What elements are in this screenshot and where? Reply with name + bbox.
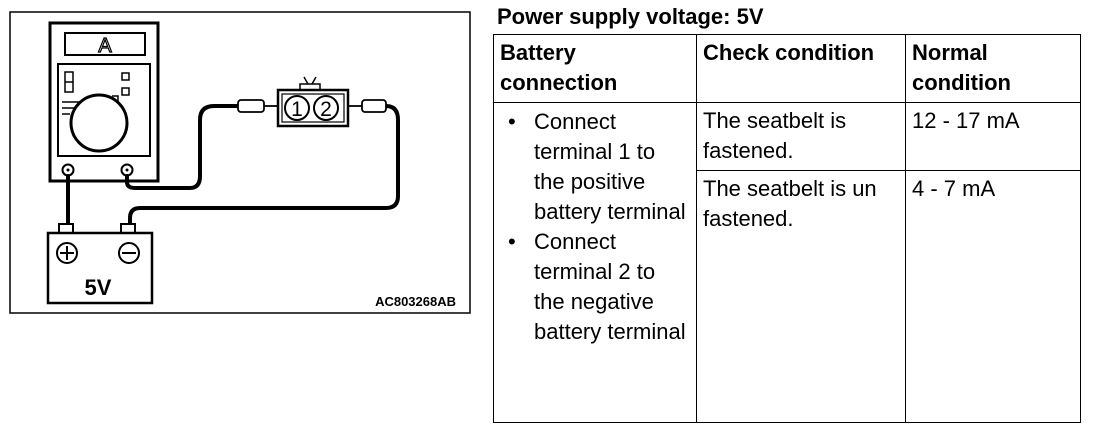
list-item: Connect terminal 1 to the positive batte… bbox=[508, 107, 690, 227]
meter-dial bbox=[69, 93, 129, 153]
check-condition-cell: The seatbelt is un fastened. bbox=[696, 170, 906, 423]
battery: 5V bbox=[46, 223, 154, 305]
connector: 1 2 bbox=[276, 76, 350, 128]
terminal-2-label: 2 bbox=[320, 98, 332, 121]
ammeter-icon: A bbox=[98, 35, 112, 57]
battery-connection-list: Connect terminal 1 to the positive batte… bbox=[500, 107, 690, 347]
normal-condition-cell: 12 - 17 mA bbox=[905, 102, 1081, 171]
diagram-frame bbox=[9, 11, 471, 314]
battery-voltage-label: 5V bbox=[85, 275, 112, 300]
normal-condition-cell: 4 - 7 mA bbox=[905, 170, 1081, 423]
spec-table: Battery connection Check condition Norma… bbox=[493, 34, 1081, 423]
check-condition-cell: The seatbelt is fastened. bbox=[696, 102, 906, 171]
wires bbox=[66, 104, 400, 226]
figure-code: AC803268AB bbox=[375, 294, 456, 309]
battery-connection-cell: Connect terminal 1 to the positive batte… bbox=[493, 102, 697, 423]
table-row: The seatbelt is un fastened. 4 - 7 mA bbox=[494, 170, 1081, 423]
table-row: Connect terminal 1 to the positive batte… bbox=[493, 102, 1081, 423]
connector-terminal-2 bbox=[313, 95, 339, 121]
probe-plugs bbox=[237, 99, 387, 113]
header-normal-condition: Normal condition bbox=[905, 34, 1081, 103]
spec-title: Power supply voltage: 5V bbox=[497, 4, 764, 29]
wiring-diagram: A 1 bbox=[9, 11, 471, 314]
header-check-condition: Check condition bbox=[696, 34, 906, 103]
header-battery-connection: Battery connection bbox=[493, 34, 697, 103]
connector-terminal-1 bbox=[284, 95, 310, 121]
multimeter: A bbox=[48, 21, 160, 183]
table-header-row: Battery connection Check condition Norma… bbox=[493, 34, 1081, 103]
list-item: Connect terminal 2 to the negative batte… bbox=[508, 227, 690, 347]
terminal-1-label: 1 bbox=[291, 98, 303, 121]
